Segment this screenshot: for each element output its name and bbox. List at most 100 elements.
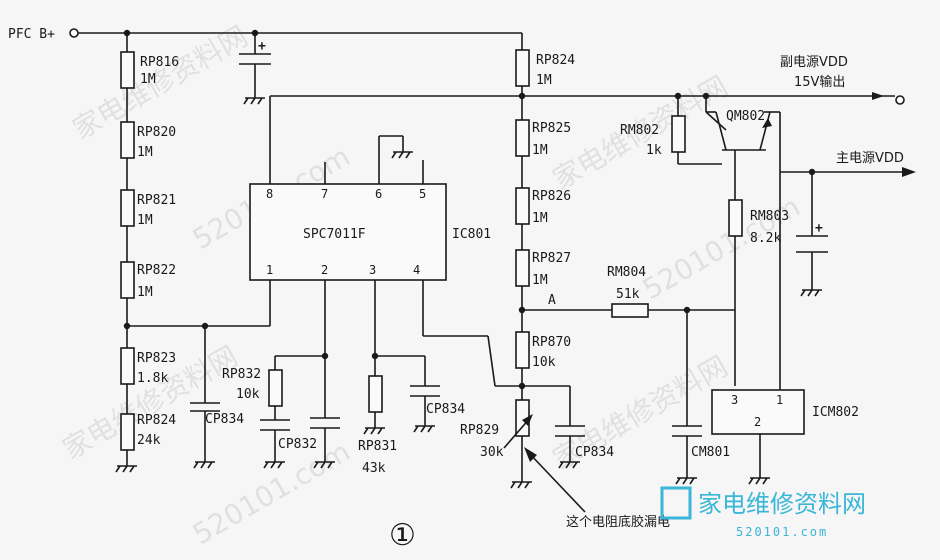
rp827-ref: RP827 — [532, 251, 571, 266]
rp816-ref: RP816 — [140, 55, 179, 70]
rp821-ref: RP821 — [137, 193, 176, 208]
resistor-rp821 — [120, 189, 135, 227]
ic801-pin-1: 1 — [266, 263, 273, 277]
rp822-ref: RP822 — [137, 263, 176, 278]
resistor-rp870 — [515, 331, 530, 369]
resistor-rp823 — [120, 347, 135, 385]
ic801-pin-5: 5 — [419, 187, 426, 201]
rp870-ref: RP870 — [532, 335, 571, 350]
rm803-ref: RM803 — [750, 209, 789, 224]
rp824-ref: RP824 — [536, 53, 575, 68]
watermark-url-3: 520101.com — [187, 435, 356, 551]
node-a-label: A — [548, 293, 556, 308]
rp824-val: 1M — [536, 73, 552, 88]
resistor-rm802 — [671, 115, 686, 153]
rp825-ref: RP825 — [532, 121, 571, 136]
rp823-val: 1.8k — [137, 371, 168, 386]
ic801-body — [249, 183, 447, 281]
logo-text: 家电维修资料网 — [698, 490, 866, 518]
resistor-rm803 — [728, 199, 743, 237]
icm802-pin-3: 3 — [731, 393, 738, 407]
icm802-body — [711, 389, 805, 435]
rp826-val: 1M — [532, 211, 548, 226]
aux-vdd-arrow — [872, 92, 884, 100]
resistor-rp832 — [268, 369, 283, 407]
rp816-val: 1M — [140, 72, 156, 87]
icm802-ref: ICM802 — [812, 405, 859, 420]
cp834c-label: CP834 — [575, 445, 614, 460]
rm802-val: 1k — [646, 143, 662, 158]
ic801-pin-7: 7 — [321, 187, 328, 201]
capacitor-cp834a — [190, 402, 220, 412]
capacitor-cm801 — [672, 425, 702, 437]
note-label: 这个电阻底胶漏电 — [566, 514, 670, 530]
resistor-rp824-24k — [120, 413, 135, 451]
ic801-pin-4: 4 — [413, 263, 420, 277]
rp831-val: 43k — [362, 461, 386, 476]
main-vdd-label: 主电源VDD — [836, 151, 904, 166]
rm802-ref: RM802 — [620, 123, 659, 138]
rp824b-ref: RP824 — [137, 413, 176, 428]
rp820-ref: RP820 — [137, 125, 176, 140]
resistor-rp827 — [515, 249, 530, 287]
cp834b-label: CP834 — [426, 402, 465, 417]
resistor-rp826 — [515, 187, 530, 225]
ic801-pin-6: 6 — [375, 187, 382, 201]
rp822-val: 1M — [137, 285, 153, 300]
rp827-val: 1M — [532, 273, 548, 288]
capacitor-cp834b — [410, 385, 440, 397]
figure-number: ① — [389, 518, 416, 553]
icm802-pin-2: 2 — [754, 415, 761, 429]
qm802-label: QM802 — [726, 109, 765, 124]
resistor-rp820 — [120, 121, 135, 159]
capacitor-cp834c — [555, 425, 585, 437]
rp826-ref: RP826 — [532, 189, 571, 204]
capacitor-cp832 — [310, 417, 340, 429]
junctions — [123, 29, 816, 390]
aux-vdd-label: 副电源VDD — [780, 55, 848, 70]
transistor-qm802 — [706, 111, 772, 164]
ic801-ref: IC801 — [452, 227, 491, 242]
rp820-val: 1M — [137, 145, 153, 160]
rp825-val: 1M — [532, 143, 548, 158]
ic801-name: SPC7011F — [303, 227, 366, 242]
rp823-ref: RP823 — [137, 351, 176, 366]
logo-url: 520101.com — [736, 525, 828, 539]
capacitor-cp832-left — [260, 419, 290, 431]
capacitor-main-electrolytic: + — [796, 221, 828, 253]
aux-out-label: 15V输出 — [794, 74, 845, 90]
ground-symbols — [115, 97, 822, 489]
main-vdd-arrow — [902, 167, 916, 177]
ic801-pin-2: 2 — [321, 263, 328, 277]
watermark-layer: 家电维修资料网 520101.com 家电维修资料网 520101.com 家电… — [57, 19, 806, 551]
rp821-val: 1M — [137, 213, 153, 228]
aux-vdd-terminal — [895, 95, 905, 105]
ic801-pin-8: 8 — [266, 187, 273, 201]
rp832-ref: RP832 — [222, 367, 261, 382]
resistor-rp822 — [120, 261, 135, 299]
cm801-label: CM801 — [691, 445, 730, 460]
rp870-val: 10k — [532, 355, 556, 370]
wires — [78, 32, 905, 482]
pfc-terminal — [69, 28, 79, 38]
ic801-pin-3: 3 — [369, 263, 376, 277]
rp824b-val: 24k — [137, 433, 161, 448]
svg-text:+: + — [258, 39, 266, 54]
rm804-ref: RM804 — [607, 265, 646, 280]
rp831-ref: RP831 — [358, 439, 397, 454]
capacitor-top-electrolytic: + — [239, 39, 271, 65]
note-arrow — [503, 414, 586, 513]
resistor-rm804 — [611, 303, 649, 318]
rp829-ref: RP829 — [460, 423, 499, 438]
resistor-rp831 — [368, 375, 383, 413]
icm802-pin-1: 1 — [776, 393, 783, 407]
resistor-rp824 — [515, 49, 530, 87]
rp829-val: 30k — [480, 445, 504, 460]
rm804-val: 51k — [616, 287, 640, 302]
svg-text:+: + — [815, 221, 823, 236]
cp834a-label: CP834 — [205, 412, 244, 427]
pfc-label: PFC B+ — [8, 27, 55, 42]
site-logo: 家电维修资料网 520101.com — [660, 486, 866, 539]
